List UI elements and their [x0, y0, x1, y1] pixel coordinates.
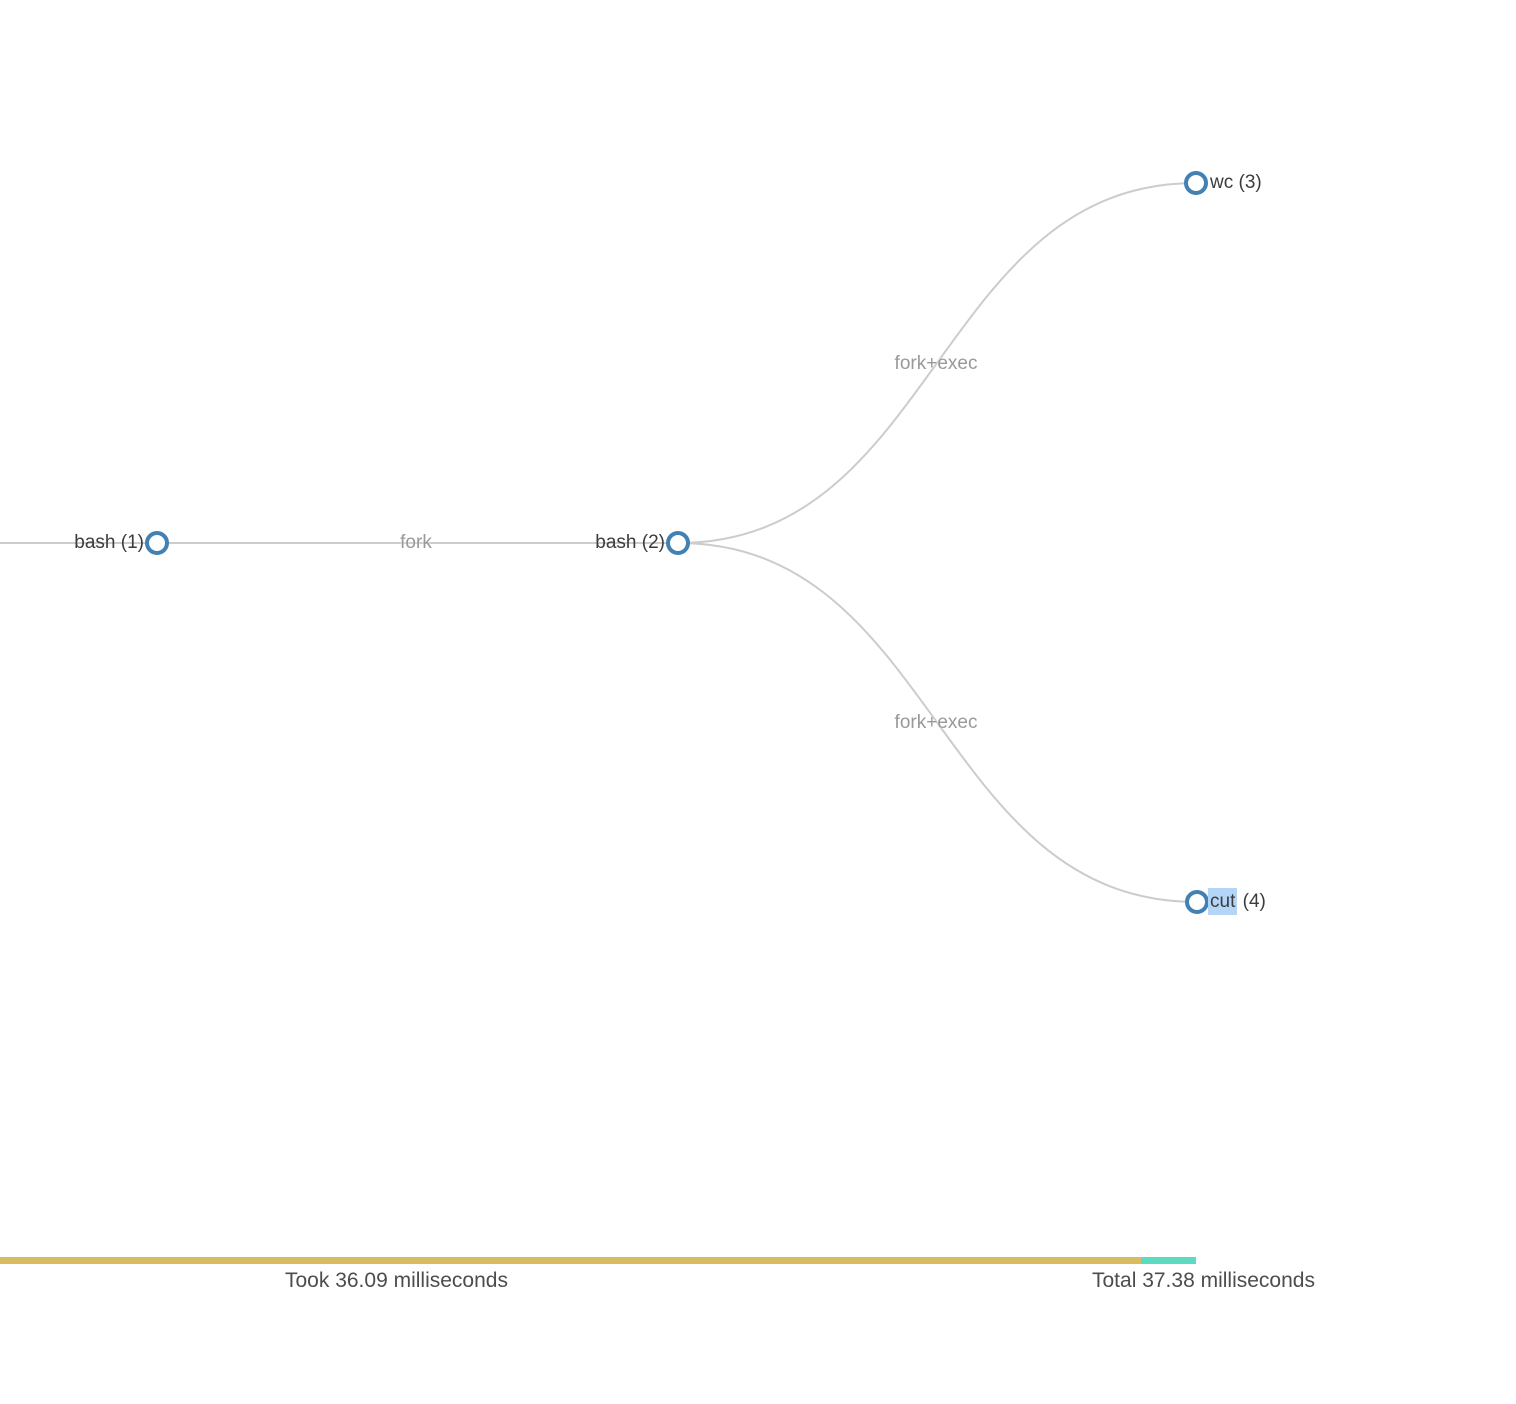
node-bash-1-circle[interactable] — [145, 531, 169, 555]
timing-bar-took — [0, 1257, 1141, 1264]
node-wc-3-label: wc (3) — [1210, 172, 1262, 193]
node-cut-4-label: cut (4) — [1208, 888, 1266, 915]
edge-fork-label: fork — [400, 532, 432, 553]
edge-fork-exec-top-label: fork+exec — [894, 353, 978, 374]
node-bash-2-circle[interactable] — [666, 531, 690, 555]
edge-fork-exec-top — [677, 182, 1197, 544]
node-cut-4-circle[interactable] — [1185, 890, 1209, 914]
total-time-label: Total 37.38 milliseconds — [1092, 1269, 1315, 1292]
node-cut-4-label-selected-text: cut — [1208, 888, 1238, 915]
node-wc-3-circle[interactable] — [1184, 171, 1208, 195]
node-bash-2-label: bash (2) — [595, 532, 665, 553]
node-cut-4-label-rest: (4) — [1237, 891, 1266, 912]
node-bash-1-label: bash (1) — [74, 532, 144, 553]
edge-fork-exec-bottom-label: fork+exec — [894, 712, 978, 733]
edge-fork-exec-bottom — [677, 542, 1198, 903]
timing-bar-remainder — [1141, 1257, 1196, 1264]
took-time-label: Took 36.09 milliseconds — [285, 1269, 508, 1292]
